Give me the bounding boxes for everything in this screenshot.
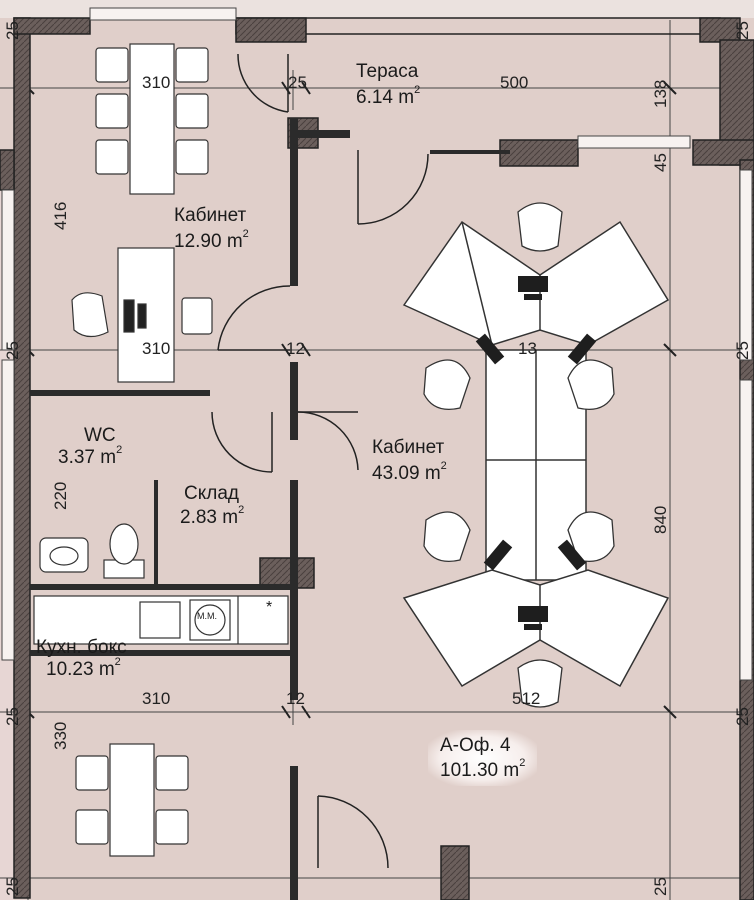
- dim-left-416: 416: [51, 201, 70, 230]
- dim-right-840: 840: [651, 505, 670, 534]
- windows: [1, 7, 753, 681]
- dim-right-25-b: 25: [733, 707, 752, 726]
- terrace-name: Тераса: [356, 61, 419, 82]
- meeting-table-top: [95, 43, 209, 195]
- dim-left-220: 220: [51, 481, 70, 510]
- dim-bottom-512: 512: [512, 689, 541, 708]
- dim-right-45: 45: [651, 153, 670, 172]
- appliance-asterisk: *: [266, 599, 273, 616]
- large-office-area: 43.09 m2: [372, 460, 447, 484]
- dim-mid-13: 13: [518, 339, 537, 358]
- apartment-area: 101.30 m2: [440, 757, 526, 781]
- interior-walls: [30, 118, 510, 900]
- wc-fixtures: [39, 523, 145, 579]
- dim-mid-12: 12: [286, 339, 305, 358]
- wc-area: 3.37 m2: [58, 444, 123, 468]
- dim-right-top-25: 25: [733, 21, 752, 40]
- apartment-label: А-Оф. 4 101.30 m2: [428, 730, 538, 786]
- office-chairs: [423, 202, 615, 708]
- dim-bottom-left-25: 25: [3, 877, 22, 896]
- dim-left-25-b: 25: [3, 707, 22, 726]
- small-office-desk: [71, 247, 213, 383]
- dim-top-left-25: 25: [3, 21, 22, 40]
- washing-machine-label: М.М.: [197, 611, 217, 621]
- dim-left-330: 330: [51, 721, 70, 750]
- dim-bottom-310: 310: [142, 689, 171, 708]
- monitors: [475, 276, 597, 630]
- dim-mid-310: 310: [142, 339, 171, 358]
- storage-name: Склад: [184, 483, 239, 504]
- terrace-area: 6.14 m2: [356, 84, 421, 108]
- small-office-area: 12.90 m2: [174, 228, 249, 252]
- dim-bottom-right-25: 25: [651, 877, 670, 896]
- kitchen-area: 10.23 m2: [46, 656, 121, 680]
- dim-right-138: 138: [651, 79, 670, 108]
- bottom-table: [75, 743, 189, 857]
- kitchen-name: Кухн. бокс: [36, 637, 127, 658]
- dim-top-310: 310: [142, 73, 171, 92]
- dim-right-25-a: 25: [733, 341, 752, 360]
- dim-left-25-a: 25: [3, 341, 22, 360]
- dim-top-500: 500: [500, 73, 529, 92]
- kitchen-counter: [33, 595, 289, 645]
- storage-area: 2.83 m2: [180, 504, 245, 528]
- large-office-name: Кабинет: [372, 437, 445, 458]
- wc-name: WC: [84, 425, 116, 446]
- dim-bottom-12: 12: [286, 689, 305, 708]
- apartment-name: А-Оф. 4: [440, 735, 511, 756]
- doors: [211, 53, 429, 869]
- small-office-name: Кабинет: [174, 205, 247, 226]
- dim-top-25: 25: [288, 73, 307, 92]
